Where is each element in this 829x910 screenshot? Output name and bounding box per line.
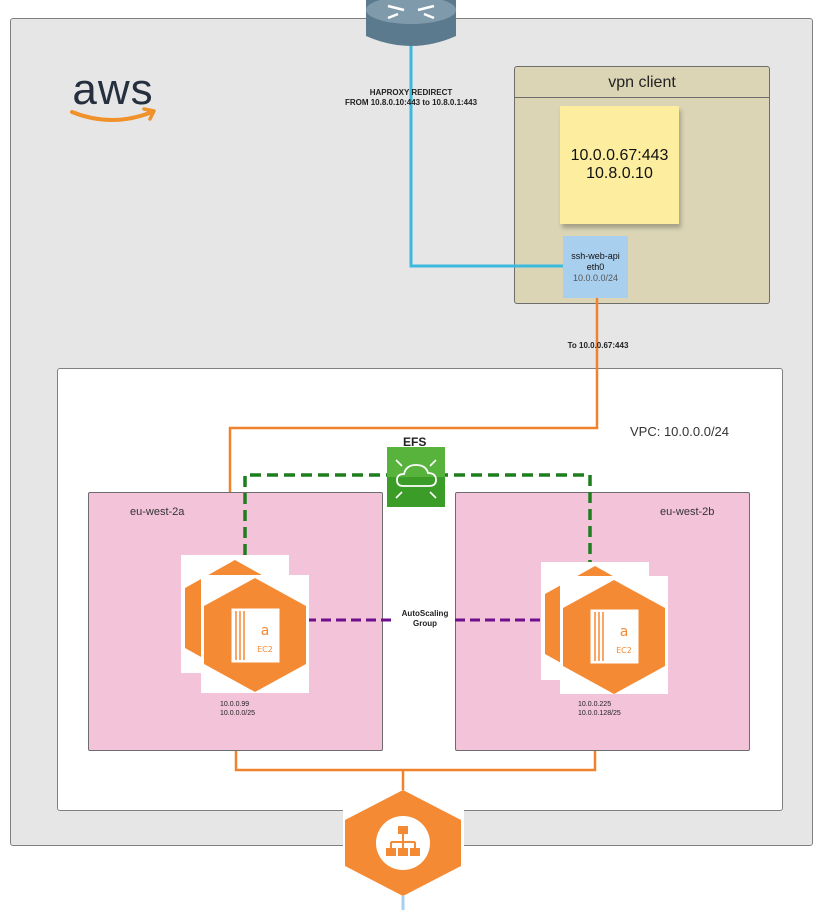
ec2-icon-right-front: a EC2 [560, 576, 668, 694]
vpn-note: 10.0.0.67:443 10.8.0.10 [560, 106, 679, 224]
iface-cidr: 10.0.0.0/24 [572, 272, 619, 283]
haproxy-label: HAPROXY REDIRECT FROM 10.8.0.10:443 to 1… [326, 88, 496, 108]
efs-label: EFS [403, 435, 427, 449]
aws-logo-text: aws [72, 65, 154, 114]
haproxy-link [409, 40, 563, 268]
network-interface: ssh-web-api eth0 10.0.0.0/24 [563, 236, 628, 298]
vpn-client-title: vpn client [515, 67, 769, 98]
zone-a-ip: 10.0.0.99 [220, 701, 250, 708]
vpn-note-line2: 10.8.0.10 [586, 165, 653, 182]
zone-b-ip: 10.0.0.225 [578, 701, 612, 708]
target-label: To 10.0.0.67:443 [567, 341, 629, 350]
route-link [228, 298, 599, 492]
svg-text:a: a [261, 623, 270, 639]
router-icon [366, 0, 456, 46]
iface-name: ssh-web-api [571, 250, 620, 261]
haproxy-label-line2: FROM 10.8.0.10:443 to 10.8.0.1:443 [344, 98, 478, 107]
zone-b-name: eu-west-2b [660, 506, 715, 518]
iface-device: eth0 [586, 261, 605, 272]
ec2-label-left: EC2 [257, 645, 273, 654]
asg-label: AutoScaling Group [395, 609, 455, 629]
lb-link [234, 751, 597, 790]
load-balancer-icon [343, 790, 464, 896]
ec2-icon-left-front: a EC2 [201, 575, 309, 693]
efs-mount-link [243, 473, 592, 565]
haproxy-label-line1: HAPROXY REDIRECT [369, 88, 453, 97]
ec2-label-right: EC2 [616, 646, 632, 655]
aws-logo: aws [70, 66, 160, 128]
zone-b-addresses: 10.0.0.225 10.0.0.128/25 [578, 700, 621, 718]
asg-label-line1: AutoScaling [401, 609, 449, 618]
zone-b-subnet: 10.0.0.128/25 [578, 710, 621, 717]
zone-a-name: eu-west-2a [130, 506, 185, 518]
aws-smile-icon [70, 107, 156, 122]
vpn-note-line1: 10.0.0.67:443 [570, 147, 669, 164]
efs-icon [387, 447, 445, 507]
vpc-label: VPC: 10.0.0.0/24 [630, 424, 730, 439]
asg-label-line2: Group [413, 619, 437, 628]
zone-a-addresses: 10.0.0.99 10.0.0.0/25 [220, 700, 255, 718]
zone-a-subnet: 10.0.0.0/25 [220, 710, 256, 717]
svg-text:a: a [620, 624, 629, 640]
